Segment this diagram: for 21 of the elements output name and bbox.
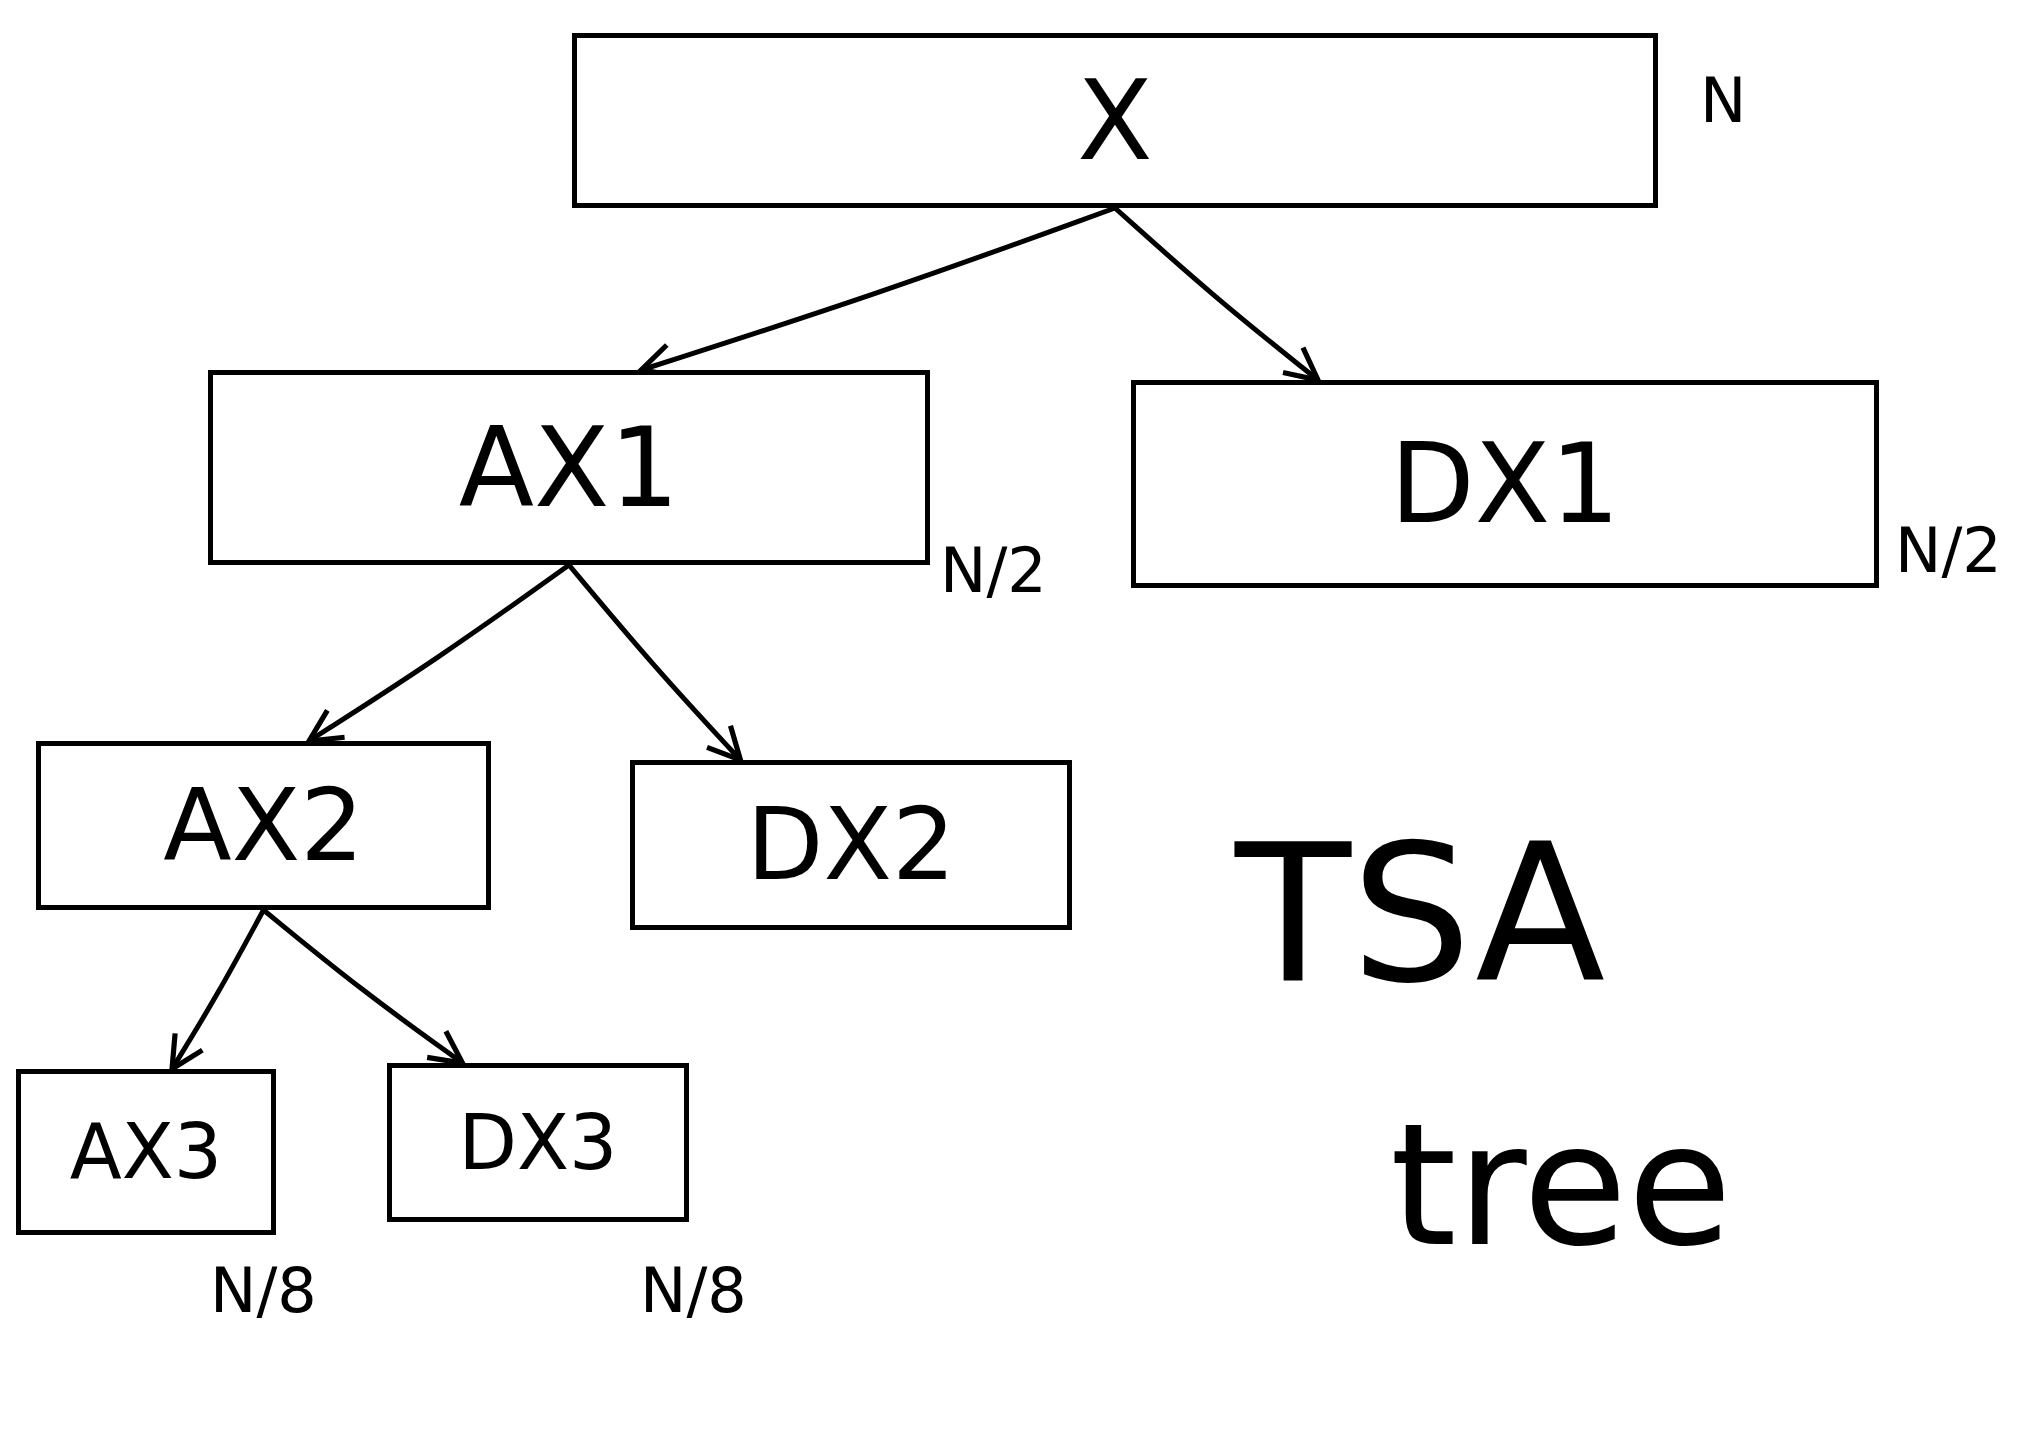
process-box: [387, 1063, 689, 1222]
process-box: [630, 760, 1072, 930]
process-box: [16, 1069, 276, 1235]
process-box: [572, 33, 1658, 208]
process-box: [208, 370, 930, 565]
node-label: AX2: [163, 775, 364, 876]
size-label: N/8: [640, 1260, 747, 1322]
size-label: N/2: [1895, 520, 2002, 582]
size-label: N/2: [940, 540, 1047, 602]
size-label: N/8: [210, 1260, 317, 1322]
size-label: N: [1700, 70, 1747, 132]
node-label: DX1: [1389, 429, 1620, 539]
node-label: X: [1077, 65, 1153, 176]
note-text: TSA: [1235, 820, 1606, 1010]
note-text: tree: [1390, 1100, 1732, 1270]
node-label: AX3: [69, 1114, 223, 1190]
process-box: [36, 741, 491, 910]
node-label: DX2: [746, 795, 956, 895]
process-box: [1131, 380, 1879, 588]
node-label: AX1: [458, 412, 680, 523]
node-label: DX3: [458, 1104, 618, 1181]
